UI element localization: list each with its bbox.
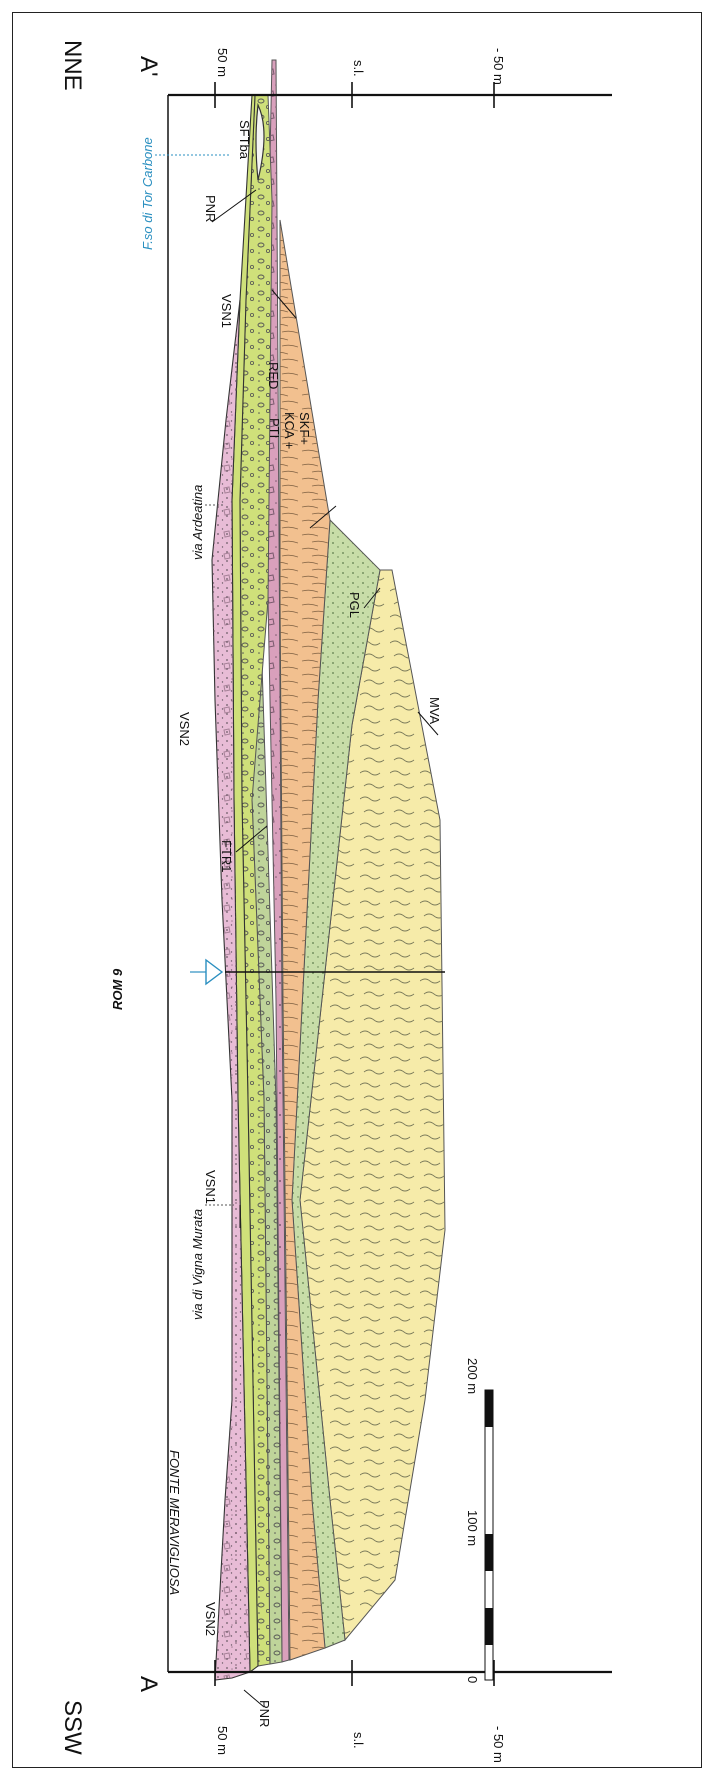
elevation-middle-right: s.l. (351, 60, 366, 77)
unit-label-mva: MVA (427, 697, 442, 724)
road-ardeatina-label: via Ardeatina (190, 485, 205, 560)
elevation-top-left: 50 m (215, 1726, 230, 1755)
unit-label-pnr-top: PNR (203, 195, 218, 222)
unit-label-red: RED (266, 362, 281, 389)
creek-label: F.so di Tor Carbone (140, 137, 155, 250)
unit-label-kca: KCA + (282, 412, 297, 449)
scale-label-200: 200 m (465, 1358, 480, 1394)
elevation-bottom-right: - 50 m (491, 48, 506, 85)
unit-label-vsn2-bottom: VSN2 (203, 1602, 218, 1636)
unit-label-ftr1: FTR1 (219, 840, 234, 873)
locality-label: FONTE MERAVIGLIOSA (167, 1450, 182, 1595)
unit-label-vsn2-middle: VSN2 (177, 712, 192, 746)
end-point-label: A' (134, 56, 162, 77)
unit-label-pgl: PGL (347, 592, 362, 618)
elevation-top-right: 50 m (215, 48, 230, 77)
unit-label-skf: SKF+ (297, 412, 312, 445)
unit-label-pnr-bottom: PNR (257, 1700, 272, 1727)
unit-label-pti: PTI (267, 418, 282, 438)
scale-label-0: 0 (465, 1676, 480, 1683)
start-direction-label: SSW (58, 1700, 86, 1755)
scale-label-100: 100 m (465, 1510, 480, 1546)
unit-label-vsn1-bottom: VSN1 (203, 1170, 218, 1204)
figure-frame (12, 12, 702, 1768)
borehole-label: ROM 9 (110, 969, 125, 1010)
elevation-middle-left: s.l. (351, 1732, 366, 1749)
unit-label-vsn1-top: VSN1 (219, 294, 234, 328)
unit-label-sftba: SFTba (237, 120, 252, 159)
end-direction-label: NNE (58, 40, 86, 91)
elevation-bottom-left: - 50 m (491, 1726, 506, 1763)
road-vigna-murata-label: via di Vigna Murata (190, 1209, 205, 1320)
start-point-label: A (134, 1676, 162, 1692)
